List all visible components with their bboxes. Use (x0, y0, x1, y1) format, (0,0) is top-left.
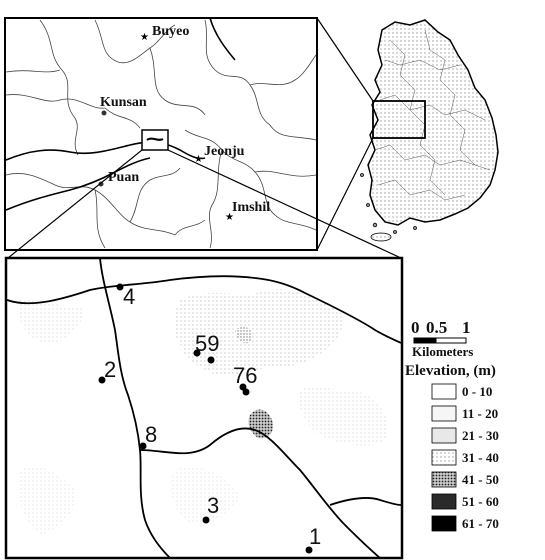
site-label-59: 59 (195, 331, 219, 356)
site-marker-3 (202, 516, 210, 524)
site-marker-1 (305, 546, 313, 554)
legend-label-0-10: 0 - 10 (462, 384, 492, 399)
site-label-1: 1 (309, 524, 321, 549)
legend-label-21-30: 21 - 30 (462, 428, 499, 443)
sampling-sites: 4 2 8 59 76 3 1 (98, 283, 321, 554)
scale-tick-1: 1 (462, 318, 471, 337)
study-area-map-detail: 4 2 8 59 76 3 1 (4, 256, 404, 560)
city-marker-jeonju: ★ (194, 154, 203, 165)
legend-label-31-40: 31 - 40 (462, 450, 499, 465)
regional-map: ★ Buyeo Kunsan ★ Jeonju Puan ★ Imshil (4, 17, 318, 251)
scale-unit: Kilometers (412, 344, 473, 359)
scale-bar-black (413, 337, 437, 344)
city-label-jeonju: Jeonju (204, 144, 245, 159)
scale-tick-half: 0.5 (426, 318, 447, 337)
islands (360, 173, 417, 242)
site-marker-8 (139, 442, 147, 450)
site-marker-2 (98, 376, 106, 384)
legend-title: Elevation, (m) (405, 363, 496, 379)
city-marker-kunsan (101, 110, 107, 116)
korea-map (360, 19, 499, 242)
city-markers: ★ Buyeo Kunsan ★ Jeonju Puan ★ Imshil (98, 24, 270, 223)
legend-label-51-60: 51 - 60 (462, 494, 499, 509)
elevation-legend: Elevation, (m) 0 - 10 11 - 20 21 - 30 31… (405, 363, 499, 532)
legend-swatch-21-30 (431, 427, 457, 444)
city-label-kunsan: Kunsan (100, 95, 147, 110)
site-label-4: 4 (123, 284, 135, 309)
jeju-island (370, 232, 392, 242)
legend-swatch-31-40 (431, 449, 457, 466)
site-label-76: 76 (233, 363, 257, 388)
regional-locator-box (372, 100, 426, 139)
scale-bar: 0 0.5 1 Kilometers (411, 318, 473, 359)
legend-label-11-20: 11 - 20 (462, 406, 498, 421)
site-marker-5 (193, 349, 201, 357)
city-label-buyeo: Buyeo (152, 24, 189, 39)
legend-swatch-61-70 (431, 515, 457, 532)
site-marker-4 (116, 283, 124, 291)
site-marker-6 (242, 388, 250, 396)
korea-peninsula-outline (367, 19, 499, 226)
city-label-imshil: Imshil (232, 200, 270, 215)
legend-swatch-0-10 (431, 383, 457, 400)
korea-districts (374, 29, 491, 201)
regional-boundaries (5, 19, 317, 249)
city-label-puan: Puan (108, 170, 139, 185)
elevation-texture (18, 289, 389, 535)
legend-swatch-11-20 (431, 405, 457, 422)
scale-bar-white (435, 337, 467, 344)
site-label-3: 3 (207, 493, 219, 518)
city-marker-buyeo: ★ (140, 32, 149, 43)
city-marker-imshil: ★ (225, 212, 234, 223)
site-marker-9 (207, 356, 215, 364)
site-label-2: 2 (104, 357, 116, 382)
legend-label-41-50: 41 - 50 (462, 472, 499, 487)
regional-rivers (5, 17, 236, 211)
legend-label-61-70: 61 - 70 (462, 516, 499, 531)
connector-lines (7, 17, 402, 259)
scale-tick-0: 0 (411, 318, 420, 337)
site-label-8: 8 (145, 422, 157, 447)
legend-swatch-51-60 (431, 493, 457, 510)
legend-swatch-41-50 (431, 471, 457, 488)
study-area-rivers (6, 257, 402, 559)
